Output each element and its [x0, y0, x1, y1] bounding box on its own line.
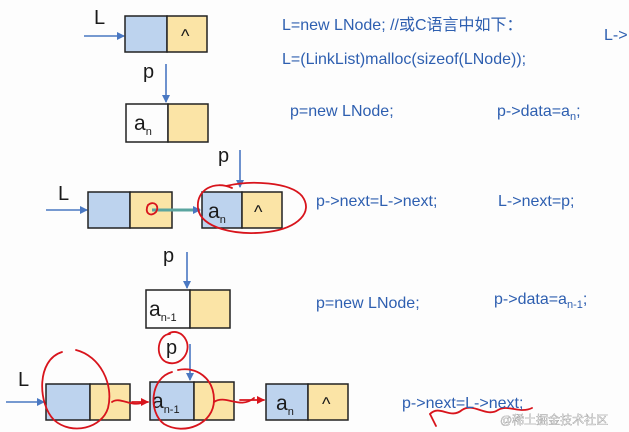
annotation-underline	[429, 406, 533, 415]
annotation-tick	[429, 413, 437, 427]
head-node-next-cell	[166, 15, 208, 53]
code-line-5b: p->data=an-1;	[494, 291, 587, 311]
annotation-circle-head	[41, 349, 111, 430]
node-an-next-cell-2	[307, 383, 349, 421]
node-an1-label-1: an-1	[149, 298, 177, 324]
code-line-6: p->next=L->next;	[402, 395, 523, 412]
code-line-3b: p->data=an;	[497, 103, 581, 123]
annotation-squiggle-1	[111, 399, 145, 405]
head-node-data-cell-2	[87, 191, 131, 229]
null-caret-3: ^	[322, 394, 331, 414]
node-an-next-cell	[241, 191, 283, 229]
code-line-1-right: L->	[604, 27, 628, 44]
code-line-1: L=new LNode; //或C语言中如下：	[282, 16, 523, 34]
code-line-2: L=(LinkList)malloc(sizeof(LNode));	[282, 51, 526, 68]
annotation-circle-p	[157, 331, 189, 365]
node-an-data-cell-2	[265, 383, 309, 421]
head-node-data-cell-3	[45, 383, 91, 421]
label-p-2: p	[218, 145, 229, 167]
label-L-2: L	[58, 183, 69, 205]
annotation-circle-node-an	[197, 181, 307, 234]
node-an-label-1: an	[134, 112, 152, 138]
new-node-n1-next-cell	[189, 289, 231, 329]
label-L-3: L	[18, 369, 29, 391]
annotation-circle-next	[145, 202, 159, 216]
node-an-label-2: an	[208, 200, 226, 226]
node-an-label-3: an	[276, 392, 294, 418]
label-p-3: p	[163, 245, 174, 267]
code-line-5: p=new LNode;	[316, 295, 420, 312]
null-caret-1: ^	[181, 26, 190, 46]
head-node-data-cell	[124, 15, 168, 53]
code-line-4: p->next=L->next;	[316, 193, 437, 210]
label-p-1: p	[143, 61, 154, 83]
label-p-4: p	[166, 337, 177, 359]
new-node-next-cell	[167, 103, 209, 143]
code-line-4b: L->next=p;	[498, 193, 575, 210]
null-caret-2: ^	[254, 202, 263, 222]
code-line-3: p=new LNode;	[290, 103, 394, 120]
watermark: @稀土掘金技术社区	[500, 412, 608, 427]
label-L-1: L	[94, 7, 105, 29]
annotation-circle-node-an1	[152, 368, 215, 430]
node-an-data-cell	[201, 191, 243, 229]
